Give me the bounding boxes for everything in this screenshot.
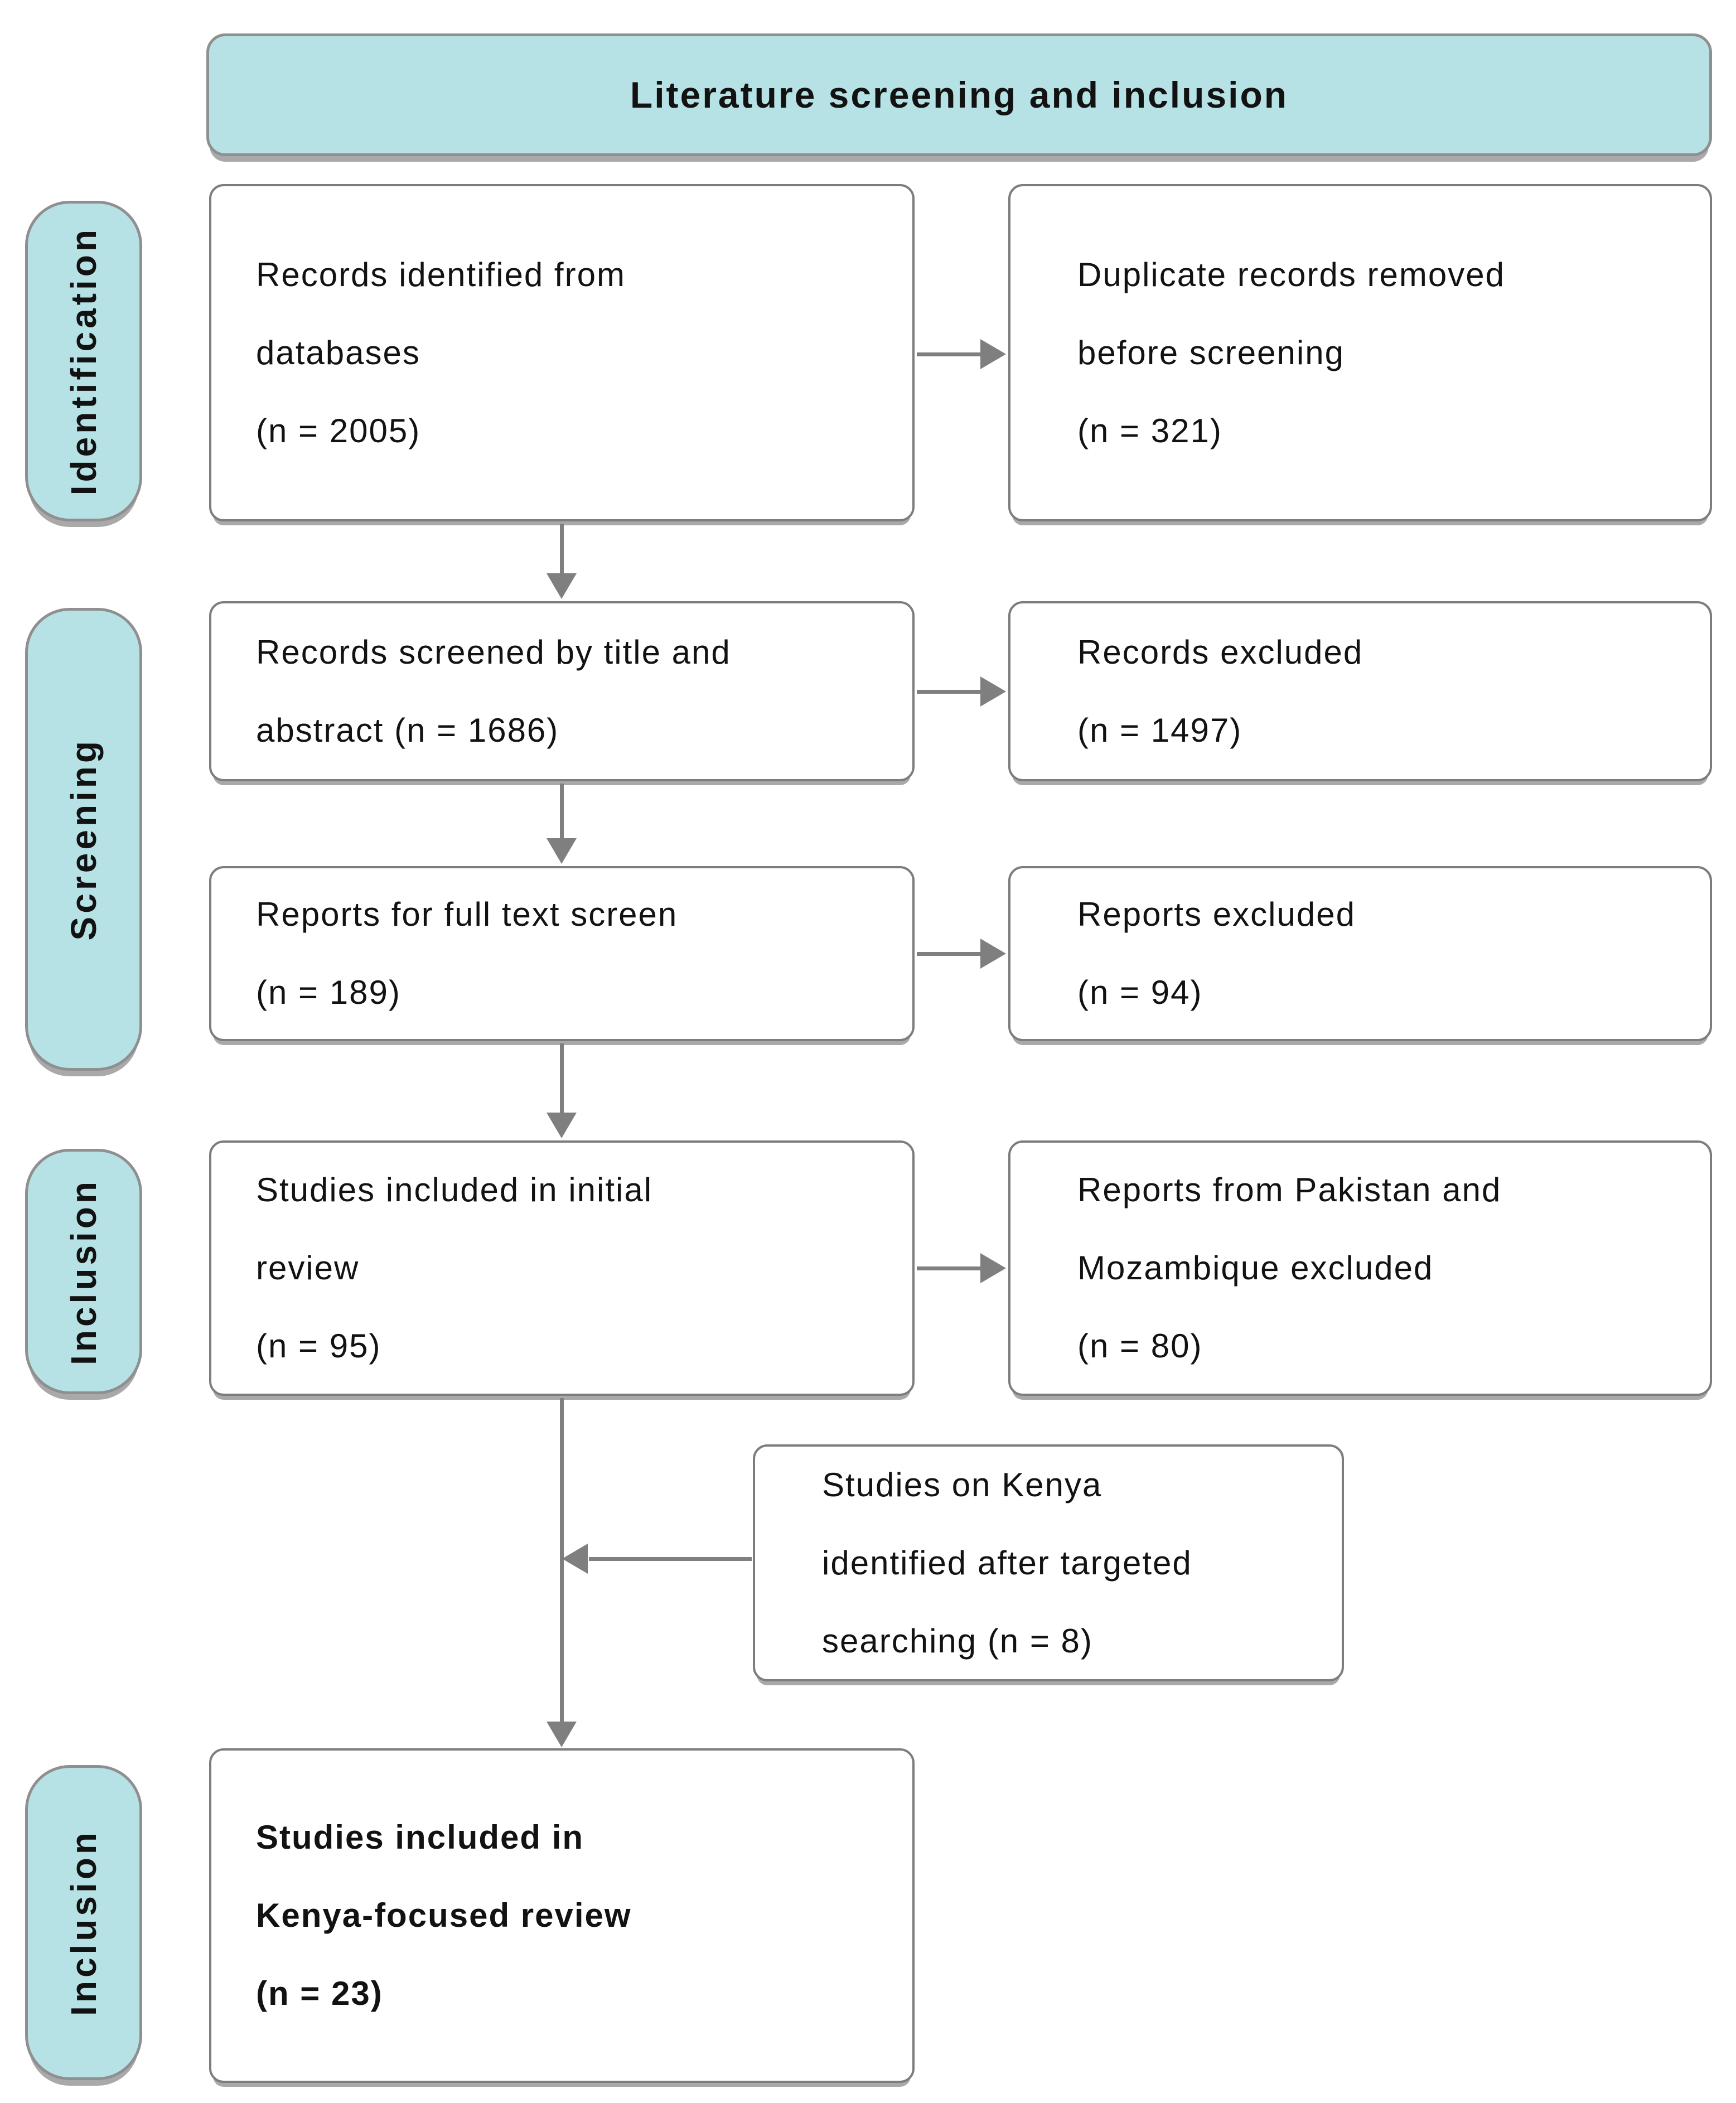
arrow-down-icon <box>547 1113 577 1138</box>
box-reports-excluded: Reports excluded (n = 94) <box>1008 866 1712 1041</box>
box-line: Kenya-focused review <box>256 1897 632 1934</box>
arrow-down-icon <box>547 838 577 864</box>
box-line: identified after targeted <box>822 1544 1192 1582</box>
stage-label-text: Identification <box>64 226 104 496</box>
arrow-down-icon <box>547 1722 577 1747</box>
arrow-right-icon <box>980 339 1006 369</box>
box-line: before screening <box>1077 333 1345 371</box>
box-line: Reports excluded <box>1077 896 1356 933</box>
stage-label-identification: Identification <box>25 201 142 521</box>
box-line: Records screened by title and <box>256 633 731 671</box>
arrow-down-icon <box>547 573 577 599</box>
diagram-title-text: Literature screening and inclusion <box>630 74 1289 115</box>
box-line: (n = 2005) <box>256 412 421 449</box>
box-line: Records identified from <box>256 255 626 293</box>
arrow-right-icon <box>980 676 1006 707</box>
arrow-right-icon <box>980 1253 1006 1283</box>
box-line: (n = 189) <box>256 974 401 1011</box>
box-line: Duplicate records removed <box>1077 255 1505 293</box>
stage-label-text: Inclusion <box>64 1829 104 2016</box>
box-line: abstract (n = 1686) <box>256 711 559 749</box>
box-reports-full-text: Reports for full text screen (n = 189) <box>209 866 915 1041</box>
box-line: (n = 321) <box>1077 412 1222 449</box>
stage-label-inclusion-final: Inclusion <box>25 1765 142 2080</box>
box-line: Studies on Kenya <box>822 1466 1102 1503</box>
box-studies-initial-review: Studies included in initial review (n = … <box>209 1140 915 1396</box>
box-line: (n = 94) <box>1077 974 1203 1011</box>
arrow-left-icon <box>562 1544 588 1574</box>
box-line: (n = 80) <box>1077 1327 1203 1365</box>
box-line: Records excluded <box>1077 633 1363 671</box>
box-line: Studies included in <box>256 1819 584 1856</box>
stage-label-text: Screening <box>64 738 104 941</box>
box-line: searching (n = 8) <box>822 1622 1093 1660</box>
box-line: (n = 1497) <box>1077 711 1242 749</box>
arrow-right-icon <box>980 939 1006 969</box>
box-line: Studies included in initial <box>256 1171 653 1208</box>
box-duplicates-removed: Duplicate records removed before screeni… <box>1008 184 1712 521</box>
box-records-identified: Records identified from databases (n = 2… <box>209 184 915 521</box>
box-kenya-targeted-search: Studies on Kenya identified after target… <box>753 1444 1344 1681</box>
stage-label-inclusion: Inclusion <box>25 1149 142 1394</box>
box-records-excluded: Records excluded (n = 1497) <box>1008 601 1712 781</box>
box-line: databases <box>256 333 420 371</box>
box-line: review <box>256 1249 360 1287</box>
diagram-title: Literature screening and inclusion <box>206 33 1712 156</box>
box-records-screened: Records screened by title and abstract (… <box>209 601 915 781</box>
box-pakistan-mozambique-excluded: Reports from Pakistan and Mozambique exc… <box>1008 1140 1712 1396</box>
box-line: (n = 23) <box>256 1975 383 2012</box>
box-kenya-focused-review: Studies included in Kenya-focused review… <box>209 1748 915 2083</box>
box-line: (n = 95) <box>256 1327 381 1365</box>
stage-label-text: Inclusion <box>64 1178 104 1365</box>
stage-label-screening: Screening <box>25 608 142 1071</box>
box-line: Reports from Pakistan and <box>1077 1171 1502 1208</box>
box-line: Mozambique excluded <box>1077 1249 1434 1287</box>
box-line: Reports for full text screen <box>256 896 678 933</box>
